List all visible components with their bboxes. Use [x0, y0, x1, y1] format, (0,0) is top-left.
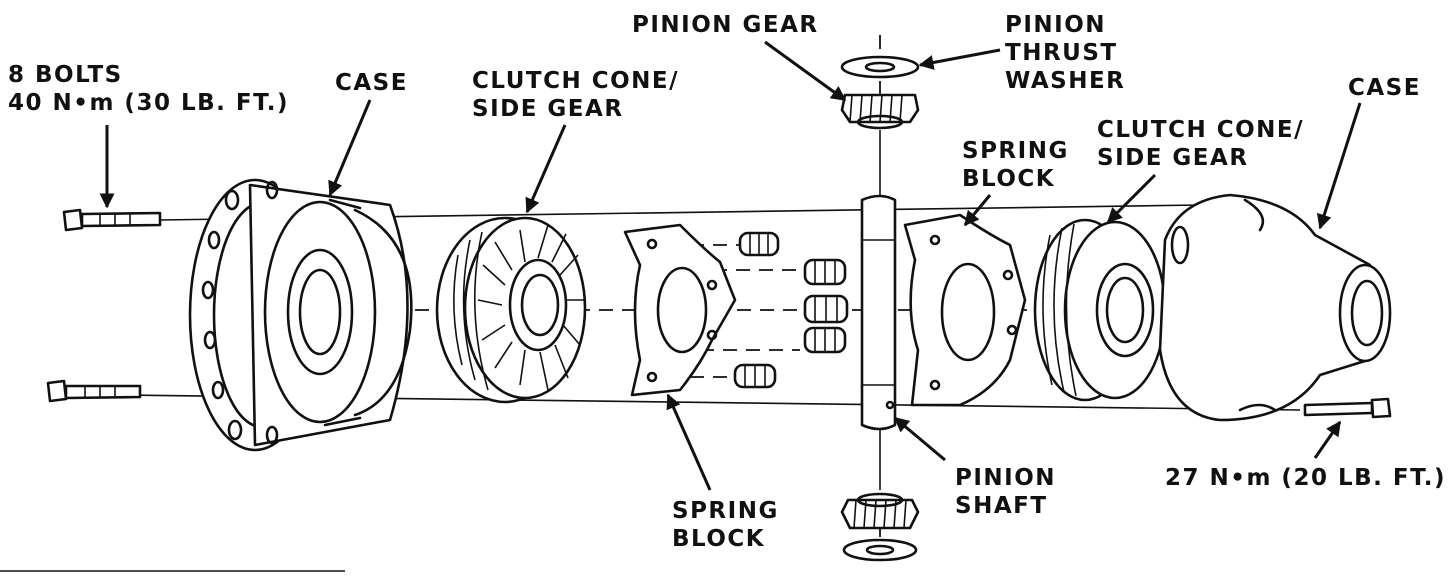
label-spring-block-upper-line1: SPRING: [962, 138, 1069, 164]
leader-lines: [99, 40, 1362, 491]
spring-2: [803, 258, 847, 286]
label-spring-block-lower-line2: BLOCK: [672, 526, 765, 552]
spring-block-right: [903, 213, 1027, 407]
label-clutch-right-line2: SIDE GEAR: [1097, 145, 1249, 171]
label-spring-block-lower-line1: SPRING: [672, 498, 779, 524]
label-pinion-gear: PINION GEAR: [632, 12, 819, 38]
bolt-upper-left: [62, 208, 162, 232]
clutch-cone-side-gear-right: [1033, 218, 1167, 402]
bolt-lower-left: [46, 379, 142, 403]
bolt-right: [1303, 397, 1392, 419]
label-washer-line3: WASHER: [1005, 68, 1125, 94]
label-bolts-count: 8 BOLTS: [8, 62, 123, 88]
label-pinion-shaft-line2: SHAFT: [955, 493, 1048, 519]
pinion-gear-bottom: [840, 492, 920, 530]
spring-3: [803, 294, 849, 324]
springs: [733, 231, 849, 389]
clutch-cone-side-gear-left: [435, 216, 587, 404]
label-clutch-right-line1: CLUTCH CONE/: [1097, 117, 1304, 143]
label-washer-line1: PINION: [1005, 12, 1106, 38]
case-left: [188, 178, 413, 452]
spring-4: [803, 326, 847, 354]
pinion-gear-top: [840, 93, 920, 130]
label-bolts-torque: 40 N•m (30 LB. FT.): [8, 90, 289, 116]
case-right: [1158, 193, 1392, 422]
pinion-shaft: [860, 194, 897, 431]
label-case-left: CASE: [335, 70, 408, 96]
label-case-right: CASE: [1348, 75, 1421, 101]
spring-block-left: [623, 223, 737, 397]
label-washer-line2: THRUST: [1005, 40, 1118, 66]
pinion-thrust-washer-bottom: [842, 538, 918, 562]
label-right-torque: 27 N•m (20 LB. FT.): [1165, 465, 1446, 491]
label-pinion-shaft-line1: PINION: [955, 465, 1056, 491]
label-clutch-left-line2: SIDE GEAR: [472, 96, 624, 122]
label-clutch-left-line1: CLUTCH CONE/: [472, 68, 679, 94]
label-spring-block-upper-line2: BLOCK: [962, 166, 1055, 192]
spring-5: [733, 363, 777, 389]
spring-1: [738, 231, 780, 257]
pinion-thrust-washer-top: [840, 55, 920, 79]
